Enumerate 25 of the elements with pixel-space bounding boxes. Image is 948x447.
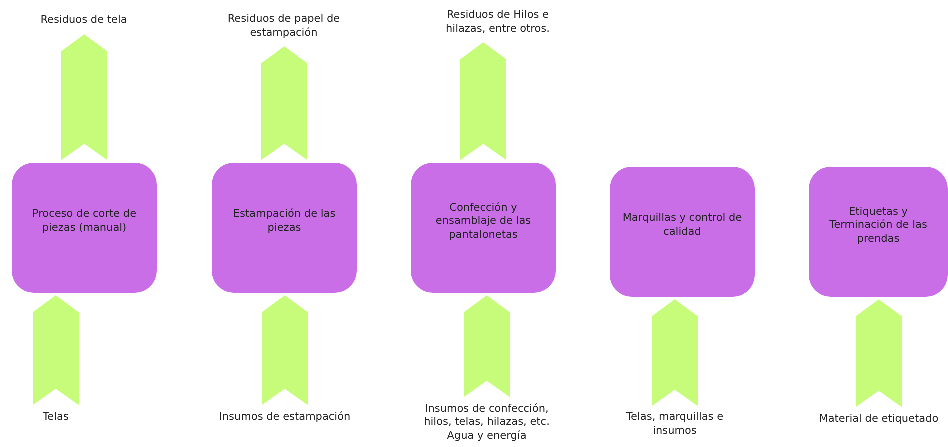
process-text: Proceso de corte de piezas (manual)	[31, 208, 138, 236]
output-label: Residuos de Hilos e hilazas, entre otros.	[433, 6, 563, 40]
chevron-arrow	[856, 300, 902, 408]
process-text: Confección y ensamblaje de las pantalonetas	[434, 202, 532, 242]
chevron-arrow	[652, 300, 698, 407]
chevron-arrow	[62, 34, 108, 161]
input-label: Material de etiquetado	[810, 410, 948, 430]
chevron-arrow	[262, 46, 308, 161]
input-label: Insumos de confección, hilos, telas, hilazas, etc. Agua y energía	[412, 400, 562, 446]
input-label: Telas, marquillas e insumos	[605, 409, 745, 441]
process-box	[212, 163, 357, 293]
process-box	[610, 167, 755, 297]
process-text: Marquillas y control de calidad	[622, 212, 744, 240]
process-box	[411, 163, 556, 293]
process-text: Etiquetas y Terminación de las prendas	[828, 206, 928, 246]
input-label: Insumos de estampación	[205, 408, 365, 428]
chevron-arrow	[33, 296, 79, 406]
output-label: Residuos de papel de estampación	[209, 10, 359, 44]
input-label: Telas	[11, 408, 101, 428]
chevron-arrow	[460, 42, 506, 161]
chevron-arrow	[464, 296, 510, 398]
process-text: Estampación de las piezas	[232, 208, 337, 236]
output-label: Residuos de tela	[14, 10, 154, 32]
process-box	[809, 167, 948, 297]
process-box	[12, 163, 157, 293]
